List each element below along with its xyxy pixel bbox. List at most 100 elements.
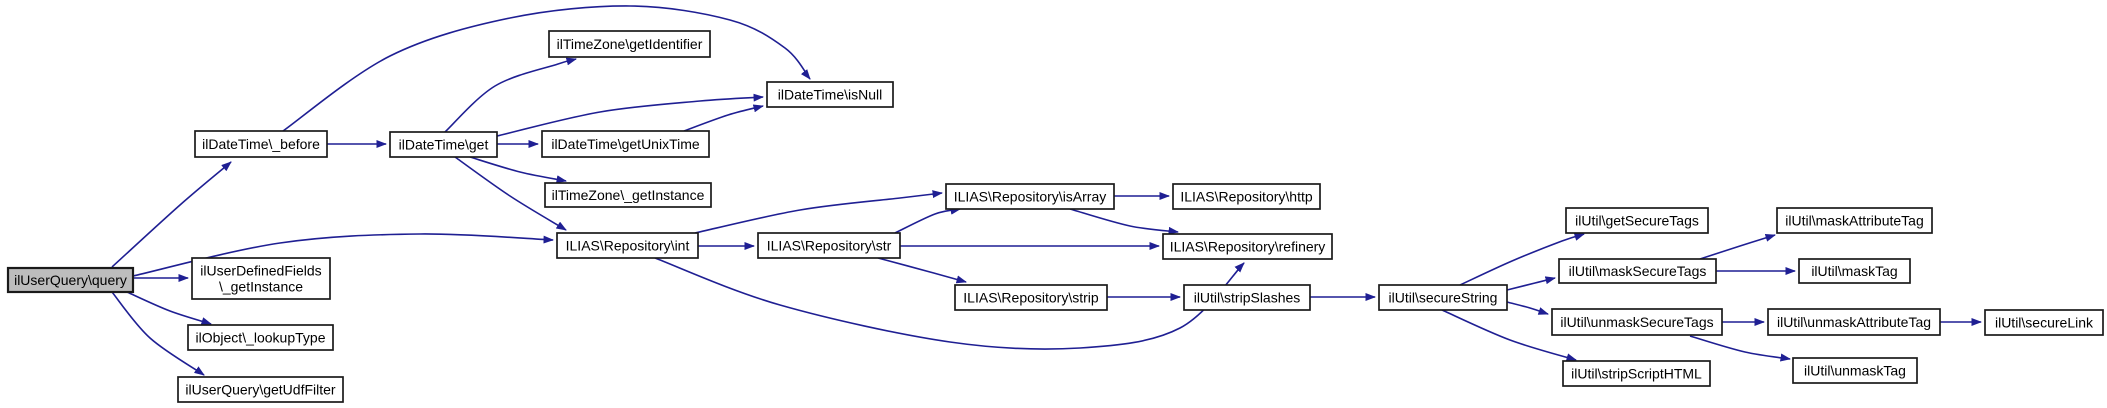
node-box[interactable] bbox=[389, 131, 498, 158]
edge-unmaskSecureTags-unmaskTag bbox=[1689, 335, 1791, 362]
node-label: ilUtil\secureString bbox=[1389, 290, 1498, 306]
node-box[interactable] bbox=[187, 324, 334, 351]
node-box[interactable] bbox=[945, 183, 1115, 210]
node-label: ilUtil\stripScriptHTML bbox=[1571, 366, 1702, 382]
node-label: ilDateTime\_before bbox=[202, 136, 320, 152]
node-box[interactable] bbox=[1551, 308, 1723, 336]
node-label: ilDateTime\get bbox=[399, 137, 489, 153]
node-box[interactable] bbox=[1984, 309, 2104, 336]
edge-get-getIdentifier bbox=[444, 57, 577, 133]
node-box[interactable] bbox=[1183, 284, 1311, 311]
edge-str-isArray bbox=[894, 206, 961, 234]
edge-secureString-maskSecureTags bbox=[1506, 276, 1556, 291]
node-box[interactable] bbox=[1562, 360, 1711, 387]
node-strip[interactable]: ILIAS\Repository\strip bbox=[954, 284, 1108, 311]
node-isNull[interactable]: ilDateTime\isNull bbox=[766, 81, 894, 108]
node-stripSlashes[interactable]: ilUtil\stripSlashes bbox=[1183, 284, 1311, 311]
node-unmaskTag[interactable]: ilUtil\unmaskTag bbox=[1792, 357, 1918, 384]
edge-secureString-stripScriptHTML bbox=[1441, 309, 1577, 362]
node-label: ilTimeZone\getIdentifier bbox=[557, 36, 703, 52]
edge-query-getUdfFilter bbox=[111, 291, 205, 376]
node-box[interactable] bbox=[1767, 308, 1941, 336]
node-maskAttributeTag[interactable]: ilUtil\maskAttributeTag bbox=[1776, 207, 1933, 234]
node-label: ilUserQuery\query bbox=[14, 272, 127, 288]
node-label: ilUtil\secureLink bbox=[1995, 315, 2094, 331]
node-box[interactable] bbox=[954, 284, 1108, 311]
node-str[interactable]: ILIAS\Repository\str bbox=[757, 232, 901, 259]
node-label: ilUtil\unmaskSecureTags bbox=[1560, 314, 1713, 330]
edge-maskSecureTags-maskAttributeTag bbox=[1699, 233, 1776, 260]
edge-int-isArray bbox=[694, 190, 943, 234]
node-isArray[interactable]: ILIAS\Repository\isArray bbox=[945, 183, 1115, 210]
node-box[interactable] bbox=[177, 376, 344, 403]
node-udfGetInstance[interactable]: ilUserDefinedFields\_getInstance bbox=[191, 257, 331, 300]
node-maskSecureTags[interactable]: ilUtil\maskSecureTags bbox=[1558, 258, 1717, 284]
node-getIdentifier[interactable]: ilTimeZone\getIdentifier bbox=[548, 30, 711, 58]
node-before[interactable]: ilDateTime\_before bbox=[194, 130, 328, 158]
node-box[interactable] bbox=[1565, 207, 1709, 234]
node-label: ilUtil\maskTag bbox=[1811, 263, 1897, 279]
node-label: ilTimeZone\_getInstance bbox=[552, 187, 705, 203]
node-refinery[interactable]: ILIAS\Repository\refinery bbox=[1162, 233, 1333, 260]
node-get[interactable]: ilDateTime\get bbox=[389, 131, 498, 158]
node-getSecureTags[interactable]: ilUtil\getSecureTags bbox=[1565, 207, 1709, 234]
edge-isArray-refinery bbox=[1069, 208, 1179, 235]
nodes-layer: ilUserQuery\query ilDateTime\_before ilDat… bbox=[6, 30, 2104, 403]
node-box[interactable] bbox=[541, 130, 710, 158]
node-label: ilDateTime\isNull bbox=[778, 87, 883, 103]
node-label: ILIAS\Repository\refinery bbox=[1170, 239, 1326, 255]
node-box[interactable] bbox=[556, 232, 699, 259]
node-box[interactable] bbox=[6, 266, 135, 294]
edge-secureString-getSecureTags bbox=[1459, 233, 1585, 286]
node-box[interactable] bbox=[1378, 284, 1508, 311]
edges-layer bbox=[111, 5, 1982, 376]
node-label: ilUtil\unmaskAttributeTag bbox=[1777, 314, 1931, 330]
node-label: ilUserDefinedFields\_getInstance bbox=[200, 263, 321, 295]
node-box[interactable] bbox=[1792, 357, 1918, 384]
edge-get-int bbox=[454, 156, 567, 231]
node-getUnixTime[interactable]: ilDateTime\getUnixTime bbox=[541, 130, 710, 158]
node-box[interactable] bbox=[191, 257, 331, 300]
node-label: ILIAS\Repository\isArray bbox=[954, 189, 1107, 205]
node-box[interactable] bbox=[1776, 207, 1933, 234]
node-getInstanceTZ[interactable]: ilTimeZone\_getInstance bbox=[544, 182, 712, 208]
node-maskTag[interactable]: ilUtil\maskTag bbox=[1798, 258, 1911, 284]
node-label: ilUtil\unmaskTag bbox=[1804, 363, 1906, 379]
node-box[interactable] bbox=[766, 81, 894, 108]
node-label: ilUserQuery\getUdfFilter bbox=[185, 382, 335, 398]
node-box[interactable] bbox=[194, 130, 328, 158]
node-box[interactable] bbox=[1172, 183, 1321, 210]
node-box[interactable] bbox=[1162, 233, 1333, 260]
node-label: ILIAS\Repository\http bbox=[1180, 189, 1313, 205]
edge-str-strip bbox=[877, 257, 967, 284]
node-int[interactable]: ILIAS\Repository\int bbox=[556, 232, 699, 259]
node-box[interactable] bbox=[1798, 258, 1911, 284]
node-secureLink[interactable]: ilUtil\secureLink bbox=[1984, 309, 2104, 336]
node-box[interactable] bbox=[544, 182, 712, 208]
edge-query-before bbox=[111, 161, 232, 268]
node-box[interactable] bbox=[548, 30, 711, 58]
edge-before-isNull bbox=[282, 5, 811, 132]
node-secureString[interactable]: ilUtil\secureString bbox=[1378, 284, 1508, 311]
node-label: ilUtil\maskSecureTags bbox=[1569, 263, 1707, 279]
node-unmaskAttributeTag[interactable]: ilUtil\unmaskAttributeTag bbox=[1767, 308, 1941, 336]
edge-get-isNull bbox=[496, 93, 764, 137]
node-stripScriptHTML[interactable]: ilUtil\stripScriptHTML bbox=[1562, 360, 1711, 387]
node-query[interactable]: ilUserQuery\query bbox=[6, 266, 135, 294]
edge-get-getInstanceTZ bbox=[469, 156, 567, 184]
node-label: ilDateTime\getUnixTime bbox=[551, 136, 700, 152]
edge-int-refinery bbox=[654, 257, 1245, 350]
node-label: ILIAS\Repository\int bbox=[566, 238, 690, 254]
node-box[interactable] bbox=[757, 232, 901, 259]
node-http[interactable]: ILIAS\Repository\http bbox=[1172, 183, 1321, 210]
node-label: ILIAS\Repository\strip bbox=[963, 290, 1099, 306]
edge-secureString-unmaskSecureTags bbox=[1506, 301, 1549, 315]
node-lookupType[interactable]: ilObject\_lookupType bbox=[187, 324, 334, 351]
node-box[interactable] bbox=[1558, 258, 1717, 284]
edge-query-lookupType bbox=[126, 291, 212, 325]
node-getUdfFilter[interactable]: ilUserQuery\getUdfFilter bbox=[177, 376, 344, 403]
node-unmaskSecureTags[interactable]: ilUtil\unmaskSecureTags bbox=[1551, 308, 1723, 336]
edge-getUnixTime-isNull bbox=[683, 104, 764, 132]
